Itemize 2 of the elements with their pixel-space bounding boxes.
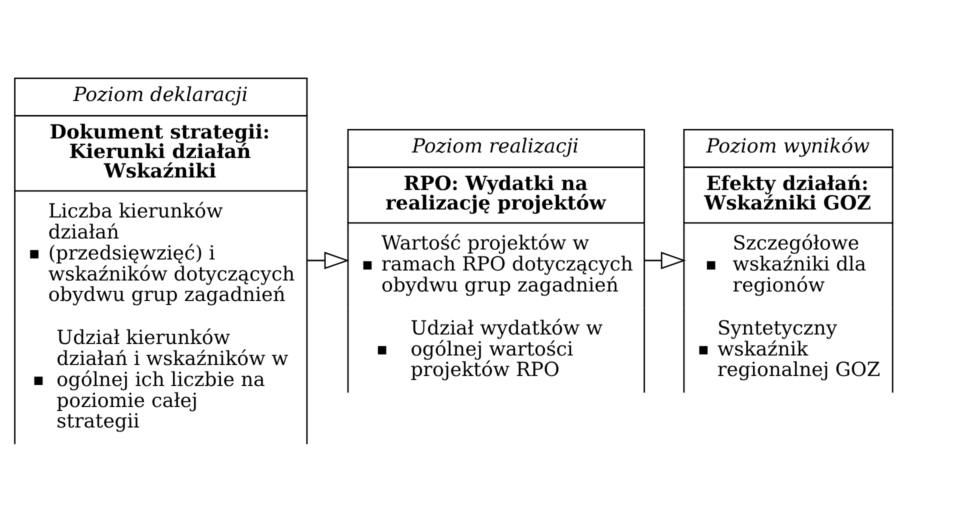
arrow [307,252,350,270]
arrow [644,252,686,270]
